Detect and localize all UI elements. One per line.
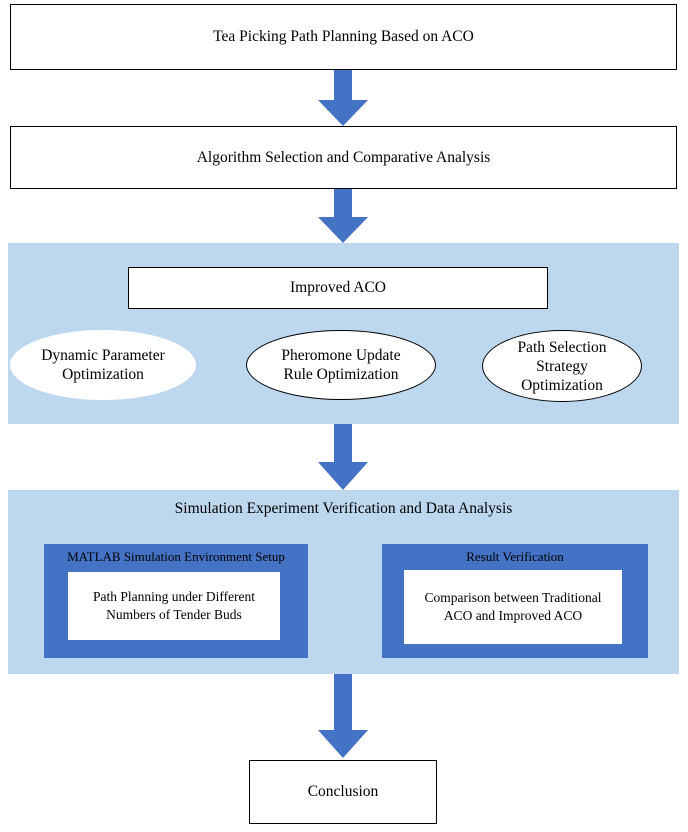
down-arrow-1 <box>318 70 368 126</box>
matlab-setup-body: Path Planning under Different Numbers of… <box>92 589 256 622</box>
matlab-setup-frame: MATLAB Simulation Environment Setup Path… <box>44 544 308 658</box>
dynamic-parameter-ellipse: Dynamic Parameter Optimization <box>10 330 196 400</box>
result-verification-body-box: Comparison between Traditional ACO and I… <box>404 570 622 644</box>
step-algorithm-selection-label: Algorithm Selection and Comparative Anal… <box>196 148 491 166</box>
improved-aco-panel: Improved ACO Dynamic Parameter Optimizat… <box>8 243 679 424</box>
matlab-setup-title: MATLAB Simulation Environment Setup <box>67 549 285 564</box>
down-arrow-3 <box>318 424 368 490</box>
result-verification-title: Result Verification <box>466 549 564 564</box>
down-arrow-4 <box>318 674 368 758</box>
simulation-panel-title: Simulation Experiment Verification and D… <box>174 500 513 517</box>
pheromone-update-label: Pheromone Update Rule Optimization <box>281 347 401 383</box>
pheromone-update-ellipse: Pheromone Update Rule Optimization <box>246 330 436 400</box>
step-tea-picking-label: Tea Picking Path Planning Based on ACO <box>213 28 474 45</box>
path-selection-label: Path Selection Strategy Optimization <box>517 338 607 394</box>
step-tea-picking-box: Tea Picking Path Planning Based on ACO <box>10 4 677 70</box>
dynamic-parameter-label: Dynamic Parameter Optimization <box>41 347 165 383</box>
result-verification-body: Comparison between Traditional ACO and I… <box>424 590 602 623</box>
matlab-setup-body-box: Path Planning under Different Numbers of… <box>68 572 280 640</box>
result-verification-frame: Result Verification Comparison between T… <box>382 544 648 658</box>
step-algorithm-selection-box: Algorithm Selection and Comparative Anal… <box>10 126 677 189</box>
improved-aco-title-box: Improved ACO <box>128 267 548 309</box>
down-arrow-2 <box>318 189 368 243</box>
improved-aco-title: Improved ACO <box>289 279 386 296</box>
path-selection-ellipse: Path Selection Strategy Optimization <box>482 330 642 402</box>
simulation-panel: Simulation Experiment Verification and D… <box>8 490 679 674</box>
conclusion-box: Conclusion <box>249 760 437 824</box>
conclusion-label: Conclusion <box>307 783 379 800</box>
